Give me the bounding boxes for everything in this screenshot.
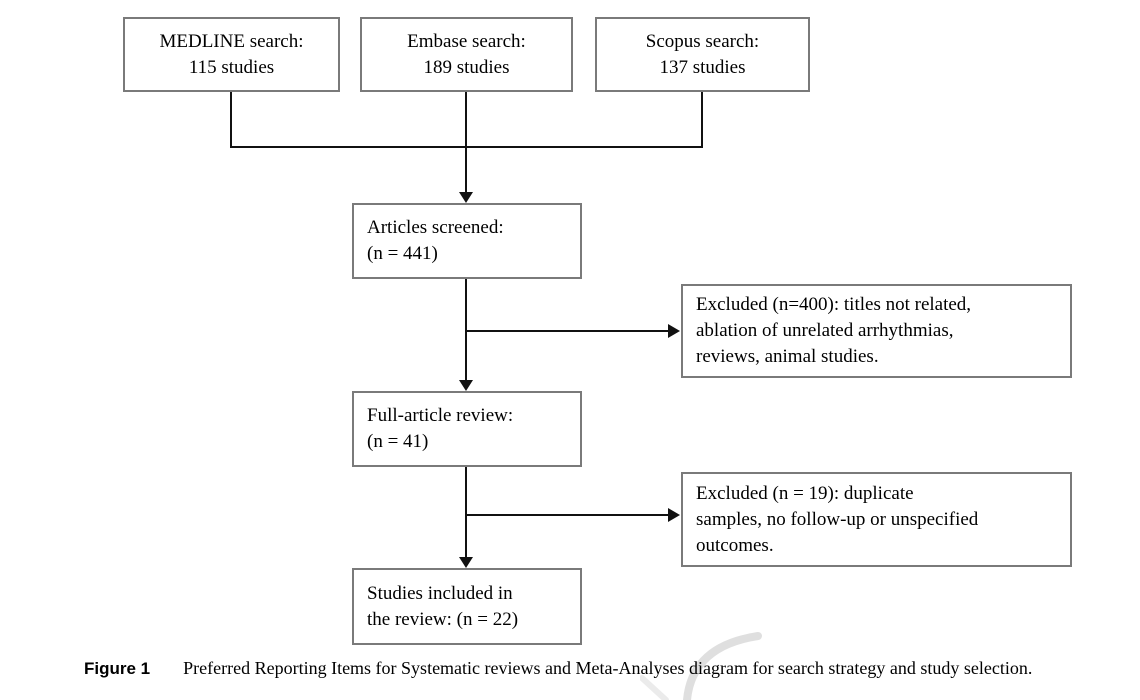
- figure-caption: Figure 1 Preferred Reporting Items for S…: [84, 657, 1124, 680]
- box-studies-included: Studies included in the review: (n = 22): [352, 568, 582, 645]
- connector-screened-to-full-review: [465, 279, 467, 380]
- connector-branch-excluded-1: [466, 330, 668, 332]
- box-medline-search: MEDLINE search: 115 studies: [123, 17, 340, 92]
- watermark-swoosh: [640, 632, 762, 700]
- connector-branch-excluded-2: [466, 514, 668, 516]
- arrowhead-into-included: [459, 557, 473, 568]
- figure-caption-text: Preferred Reporting Items for Systematic…: [183, 658, 1033, 678]
- arrowhead-into-excluded-1: [668, 324, 680, 338]
- connector-medline-down: [230, 92, 232, 148]
- arrowhead-into-excluded-2: [668, 508, 680, 522]
- box-full-article-review: Full-article review: (n = 41): [352, 391, 582, 467]
- box-articles-screened: Articles screened: (n = 441): [352, 203, 582, 279]
- arrowhead-into-screened: [459, 192, 473, 203]
- box-excluded-full-review: Excluded (n = 19): duplicate samples, no…: [681, 472, 1072, 567]
- box-scopus-search: Scopus search: 137 studies: [595, 17, 810, 92]
- connector-embase-down: [465, 92, 467, 193]
- box-embase-search: Embase search: 189 studies: [360, 17, 573, 92]
- box-excluded-screening: Excluded (n=400): titles not related, ab…: [681, 284, 1072, 378]
- arrowhead-into-full-review: [459, 380, 473, 391]
- figure-caption-label: Figure 1: [84, 659, 151, 678]
- connector-full-review-to-included: [465, 467, 467, 557]
- connector-scopus-down: [701, 92, 703, 148]
